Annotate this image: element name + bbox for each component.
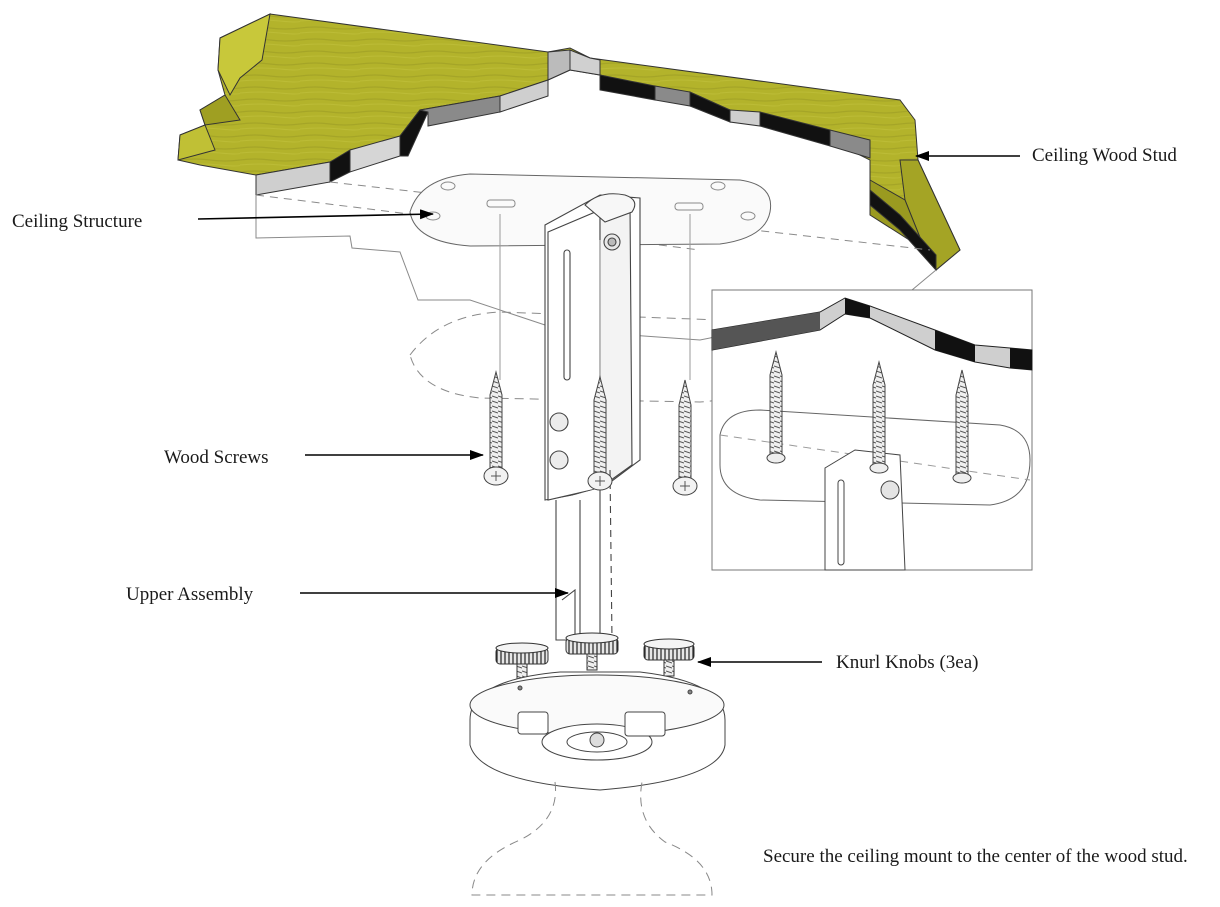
ceiling-structure-label: Ceiling Structure [12, 211, 143, 232]
ghost-housing [471, 781, 713, 896]
knurl-knobs [495, 632, 695, 681]
arrow-ceiling-structure [197, 209, 434, 220]
wood-screws [483, 214, 698, 496]
wood-screws-label: Wood Screws [164, 447, 269, 468]
ceiling-wood-stud-label: Ceiling Wood Stud [1032, 145, 1177, 166]
upper-assembly-label: Upper Assembly [126, 584, 254, 605]
base-plate [469, 671, 726, 791]
upper-assembly [544, 193, 641, 641]
instruction-caption: Secure the ceiling mount to the center o… [763, 846, 1188, 867]
leader-arrows [197, 151, 1020, 667]
detail-inset [711, 289, 1033, 571]
knurl-knobs-label: Knurl Knobs (3ea) [836, 652, 979, 673]
ceiling-wood-stud [177, 13, 961, 272]
